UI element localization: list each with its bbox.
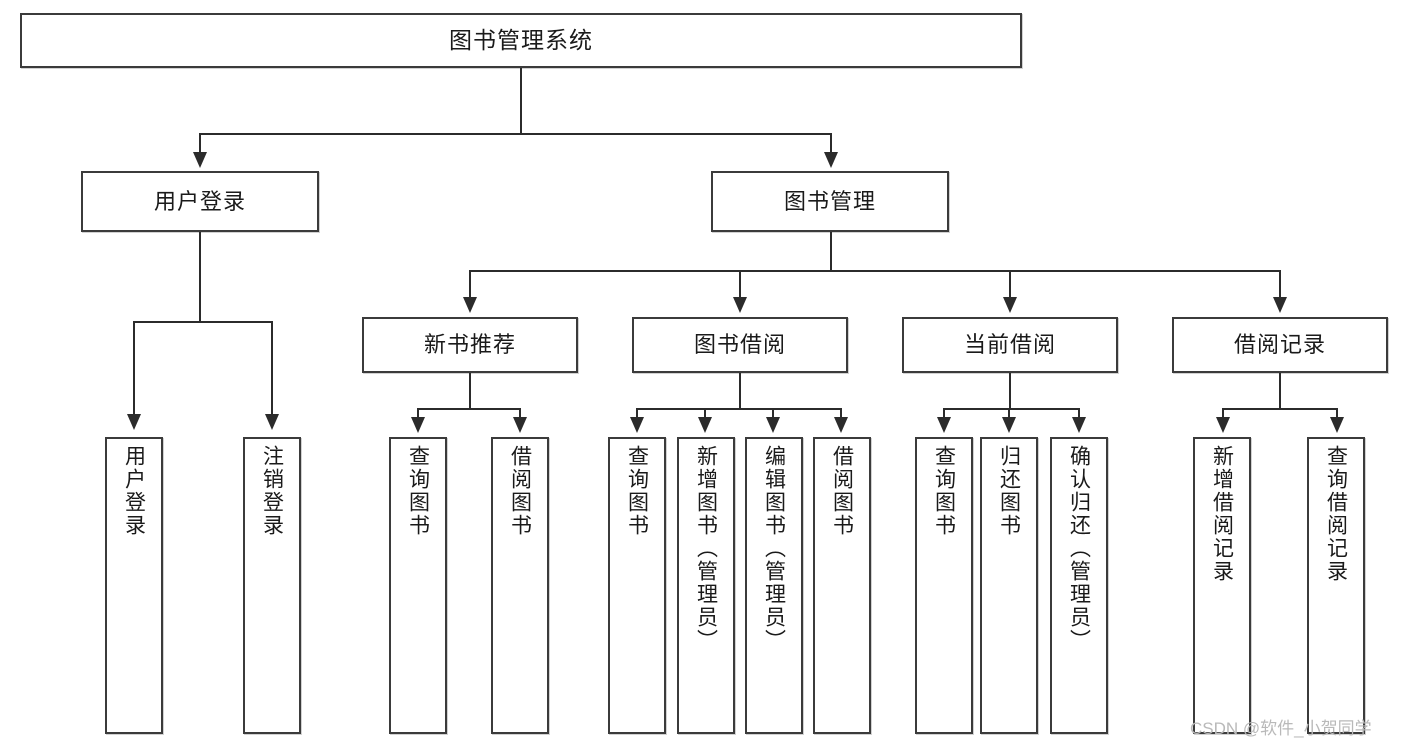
node-label: 当前借阅 (963, 332, 1056, 358)
arrowhead-record-child-2 (1330, 417, 1344, 433)
edge-root-bus (199, 133, 831, 135)
leaf-record-query-record[interactable]: 查询借阅记录 (1307, 437, 1365, 734)
edge-recommend-child-2 (519, 408, 521, 419)
node-label: 用户登录 (122, 445, 146, 537)
edge-l3-1 (469, 270, 471, 300)
node-label: 图书管理系统 (449, 26, 593, 53)
leaf-current-confirm-return-admin[interactable]: 确认归还（管理员） (1050, 437, 1108, 734)
edge-current-child-1 (943, 408, 945, 419)
arrowhead-l3-2 (733, 297, 747, 313)
arrowhead-l3-1 (463, 297, 477, 313)
arrowhead-borrow-child-3 (766, 417, 780, 433)
leaf-recommend-query-book[interactable]: 查询图书 (389, 437, 447, 734)
edge-recommend-child-1 (417, 408, 419, 419)
node-new-book-recommend[interactable]: 新书推荐 (362, 317, 578, 373)
node-label: 新书推荐 (423, 332, 516, 358)
edge-current-stem (1009, 373, 1011, 409)
arrowhead-user-login-child-1 (127, 414, 141, 430)
node-label: 查询借阅记录 (1324, 445, 1348, 583)
leaf-user-login-logout[interactable]: 注销登录 (243, 437, 301, 734)
arrowhead-user-login-child-2 (265, 414, 279, 430)
node-label: 编辑图书（管理员） (762, 445, 786, 652)
edge-book-management-stem (830, 232, 832, 271)
edge-record-bus (1222, 408, 1338, 410)
edge-user-login-stem (199, 232, 201, 322)
edge-record-stem (1279, 373, 1281, 409)
edge-user-login-child-2 (271, 321, 273, 417)
edge-record-child-1 (1222, 408, 1224, 419)
edge-l3-3 (1009, 270, 1011, 300)
node-label: 借阅图书 (830, 445, 854, 537)
edge-borrow-child-1 (636, 408, 638, 419)
node-label: 归还图书 (997, 445, 1021, 537)
node-label: 借阅记录 (1233, 332, 1326, 358)
node-label: 注销登录 (260, 445, 284, 537)
leaf-record-add-record[interactable]: 新增借阅记录 (1193, 437, 1251, 734)
arrowhead-book-manage (824, 152, 838, 168)
edge-l3-4 (1279, 270, 1281, 300)
node-label: 用户登录 (153, 188, 246, 214)
leaf-recommend-borrow-book[interactable]: 借阅图书 (491, 437, 549, 734)
leaf-borrow-borrow-book[interactable]: 借阅图书 (813, 437, 871, 734)
edge-book-management-bus (469, 270, 1281, 272)
arrowhead-current-child-1 (937, 417, 951, 433)
edge-user-login-bus (133, 321, 273, 323)
node-book-borrow[interactable]: 图书借阅 (632, 317, 848, 373)
node-user-login[interactable]: 用户登录 (81, 171, 319, 232)
leaf-current-return-book[interactable]: 归还图书 (980, 437, 1038, 734)
csdn-watermark: CSDN @软件_小贺同学 (1190, 719, 1372, 738)
node-label: 确认归还（管理员） (1067, 445, 1091, 652)
leaf-current-query-book[interactable]: 查询图书 (915, 437, 973, 734)
edge-root-stem (520, 68, 522, 134)
arrowhead-current-child-2 (1002, 417, 1016, 433)
leaf-borrow-add-book-admin[interactable]: 新增图书（管理员） (677, 437, 735, 734)
edge-user-login-child-1 (133, 321, 135, 417)
leaf-borrow-query-book[interactable]: 查询图书 (608, 437, 666, 734)
node-root-system[interactable]: 图书管理系统 (20, 13, 1022, 68)
node-label: 图书借阅 (693, 332, 786, 358)
edge-to-book-manage (830, 133, 832, 155)
edge-record-child-2 (1336, 408, 1338, 419)
arrowhead-current-child-3 (1072, 417, 1086, 433)
edge-l3-2 (739, 270, 741, 300)
node-label: 查询图书 (932, 445, 956, 537)
edge-recommend-bus (417, 408, 521, 410)
arrowhead-recommend-child-2 (513, 417, 527, 433)
arrowhead-record-child-1 (1216, 417, 1230, 433)
edge-current-bus (943, 408, 1079, 410)
arrowhead-borrow-child-1 (630, 417, 644, 433)
node-label: 查询图书 (625, 445, 649, 537)
node-label: 查询图书 (406, 445, 430, 537)
node-borrow-record[interactable]: 借阅记录 (1172, 317, 1388, 373)
leaf-borrow-edit-book-admin[interactable]: 编辑图书（管理员） (745, 437, 803, 734)
arrowhead-borrow-child-2 (698, 417, 712, 433)
edge-current-child-2 (1008, 408, 1010, 419)
edge-to-user-login (199, 133, 201, 155)
arrowhead-l3-3 (1003, 297, 1017, 313)
node-label: 新增借阅记录 (1210, 445, 1234, 583)
node-label: 借阅图书 (508, 445, 532, 537)
edge-borrow-stem (739, 373, 741, 409)
node-label: 图书管理 (783, 188, 876, 214)
leaf-user-login-login[interactable]: 用户登录 (105, 437, 163, 734)
node-current-borrow[interactable]: 当前借阅 (902, 317, 1118, 373)
arrowhead-borrow-child-4 (834, 417, 848, 433)
edge-borrow-child-3 (772, 408, 774, 419)
arrowhead-user-login (193, 152, 207, 168)
node-label: 新增图书（管理员） (694, 445, 718, 652)
arrowhead-recommend-child-1 (411, 417, 425, 433)
edge-borrow-bus (636, 408, 842, 410)
edge-recommend-stem (469, 373, 471, 409)
edge-borrow-child-2 (704, 408, 706, 419)
edge-borrow-child-4 (840, 408, 842, 419)
node-book-management[interactable]: 图书管理 (711, 171, 949, 232)
edge-current-child-3 (1078, 408, 1080, 419)
arrowhead-l3-4 (1273, 297, 1287, 313)
